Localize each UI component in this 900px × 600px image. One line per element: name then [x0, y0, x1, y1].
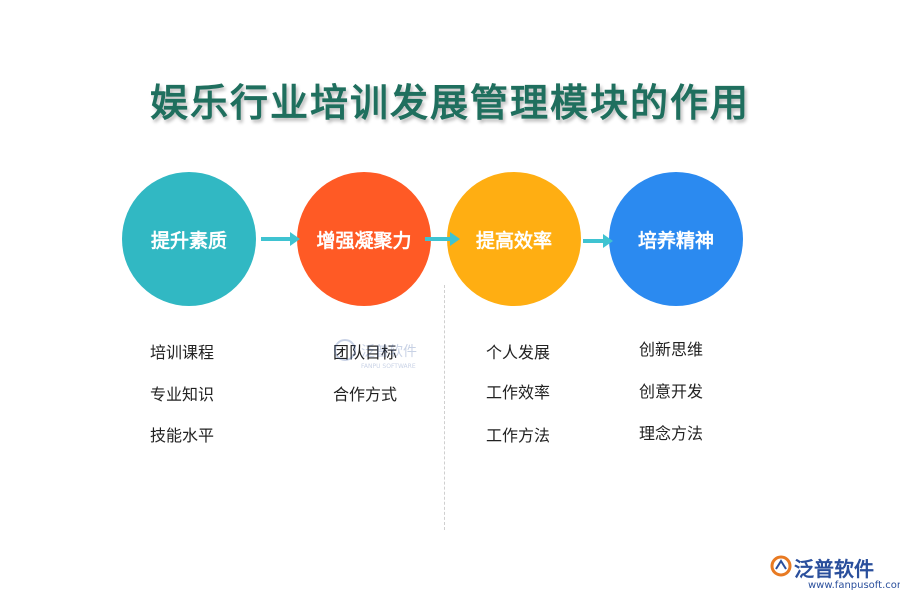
stage-4-item-3: 理念方法	[639, 424, 704, 443]
stage-circle-4: 培养精神	[609, 172, 743, 306]
watermark-logo-icon: 泛普软件 FANPU SOFTWARE	[334, 339, 417, 370]
watermark-text: 泛普软件	[361, 344, 417, 360]
stage-1-item-3: 技能水平	[150, 426, 215, 445]
stage-label-2: 增强凝聚力	[316, 229, 412, 252]
page-title: 娱乐行业培训发展管理模块的作用	[149, 80, 750, 125]
stage-3-item-1: 个人发展	[486, 343, 551, 362]
logo-url: www.fanpusoft.com	[808, 580, 900, 591]
dashed-divider	[444, 285, 445, 530]
stage-2-item-2: 合作方式	[333, 385, 398, 404]
arrow-3-to-4	[583, 234, 613, 248]
stage-3-item-3: 工作方法	[486, 426, 551, 445]
stage-4-item-2: 创意开发	[639, 382, 704, 401]
stage-label-4: 培养精神	[637, 229, 714, 252]
stage-1-item-1: 培训课程	[150, 343, 215, 362]
watermark: 泛普软件 FANPU SOFTWARE	[333, 336, 433, 372]
stage-circle-1: 提升素质	[122, 172, 256, 306]
stage-2-item-1: 团队目标	[333, 343, 398, 362]
brand-logo: 泛普软件 www.fanpusoft.com	[770, 553, 900, 595]
logo-text: 泛普软件	[794, 557, 874, 581]
stage-4-item-1: 创新思维	[639, 340, 704, 359]
stage-3-item-2: 工作效率	[486, 383, 551, 402]
watermark-subtext: FANPU SOFTWARE	[361, 363, 416, 370]
stage-label-1: 提升素质	[150, 229, 227, 252]
arrow-2-to-3	[425, 232, 460, 246]
stage-circle-2: 增强凝聚力	[297, 172, 431, 306]
fanpu-logo-icon	[770, 555, 792, 577]
stage-1-item-2: 专业知识	[150, 385, 215, 404]
stage-label-3: 提高效率	[475, 229, 552, 252]
arrow-1-to-2	[261, 232, 300, 246]
stage-circle-3: 提高效率	[447, 172, 581, 306]
